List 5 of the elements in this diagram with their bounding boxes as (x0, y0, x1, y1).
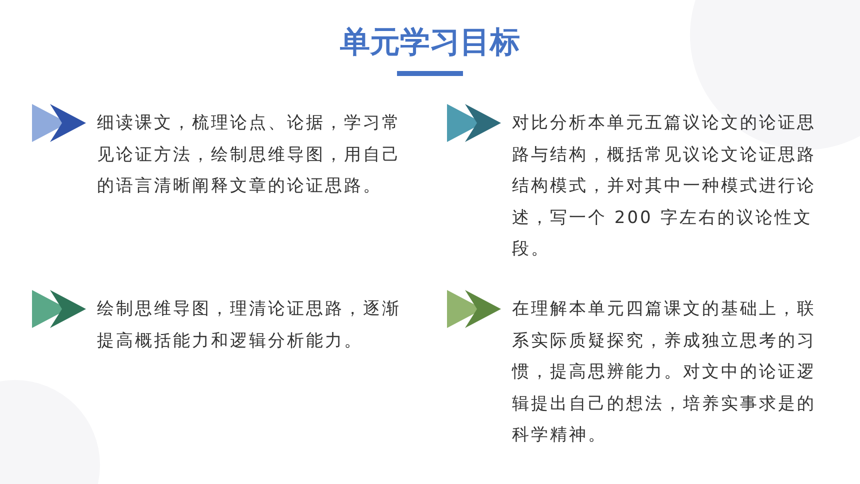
objective-text: 细读课文，梳理论点、论据，学习常见论证方法，绘制思维导图，用自己的语言清晰阐释文章的论证思路。 (97, 112, 402, 198)
objective-text: 绘制思维导图，理清论证思路，逐渐提高概括能力和逻辑分析能力。 (97, 298, 402, 352)
objective-text: 在理解本单元四篇课文的基础上，联系实际质疑探究，养成独立思考的习惯，提高思辨能力。对文中的论证逻辑提出自己的想法，培养实事求是的科学精神。 (512, 298, 817, 447)
objective-text: 对比分析本单元五篇议论文的论证思路与结构，概括常见议论文论证思路结构模式，并对其中一种模式进行论述，写一个 200 字左右的议论性文段。 (512, 112, 817, 261)
slide-title: 单元学习目标 (340, 25, 520, 60)
